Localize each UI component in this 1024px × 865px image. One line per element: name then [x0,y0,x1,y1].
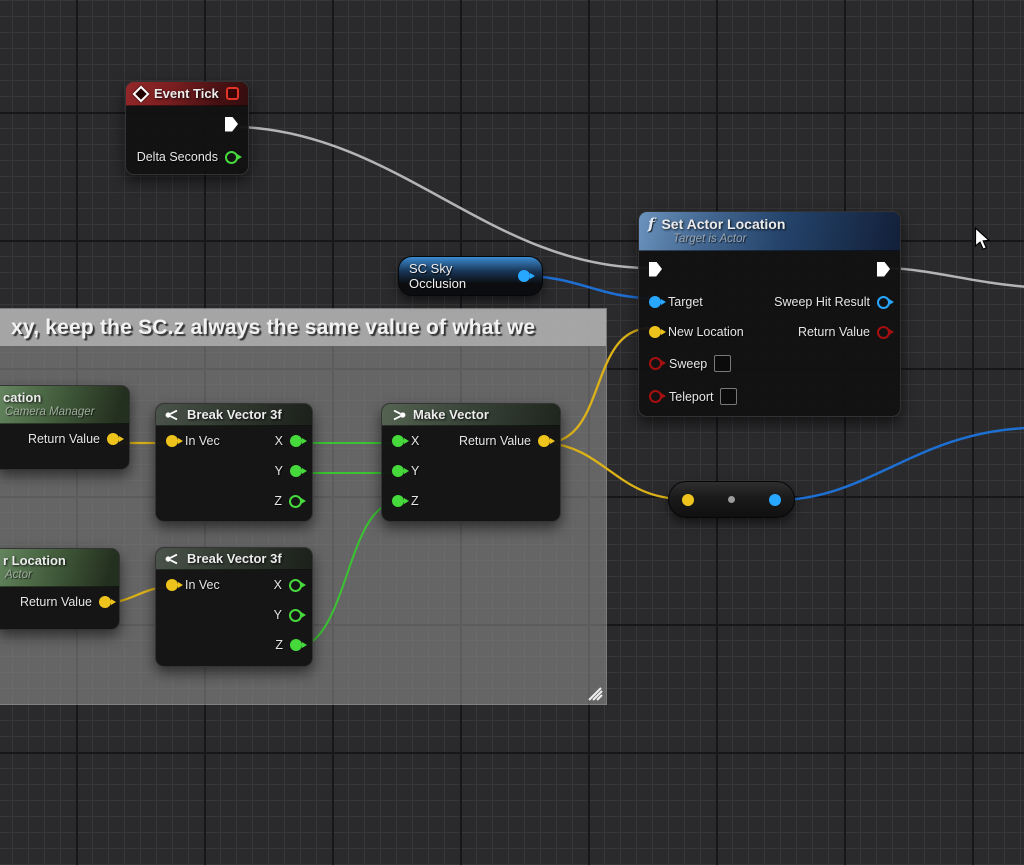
pin-label-y: Y [411,464,420,478]
node-sc-sky-occlusion[interactable]: SC Sky Occlusion [398,256,543,296]
sweep-pin[interactable] [649,357,666,370]
pin-label-in-vec: In Vec [185,434,220,448]
pin-label-sweep-hit-result: Sweep Hit Result [774,295,870,309]
wire-object-scskyocclusion-to-target[interactable] [521,274,653,300]
pin-label-target: Target [668,295,703,309]
node-title: Set Actor Location [661,216,786,232]
exec-in-pin[interactable] [649,261,662,277]
event-icon [132,85,150,102]
pin-label-x: X [273,578,282,592]
x-pin[interactable] [290,435,307,447]
pin-label-return-value: Return Value [797,325,870,339]
exec-out-pin[interactable] [877,261,890,277]
teleport-pin[interactable] [649,390,666,403]
pin-label-z: Z [411,494,419,508]
wire-exec-setactorlocation-out[interactable] [886,266,1024,288]
y-pin[interactable] [392,465,409,477]
return-value-pin[interactable] [99,596,116,608]
make-struct-icon [393,409,406,420]
conversion-dot-icon [728,496,735,503]
wire-vector-makevector-to-newlocation[interactable] [545,326,653,445]
break-struct-icon [165,553,178,564]
function-icon: f [648,214,655,233]
pin-label-y: Y [274,464,283,478]
x-pin[interactable] [289,578,306,592]
node-title: Make Vector [413,407,489,422]
pin-label-z: Z [275,638,283,652]
sc-sky-occlusion-out-pin[interactable] [518,270,535,282]
sweep-checkbox[interactable] [714,355,732,372]
mouse-cursor [974,227,991,251]
wire-exec-eventtick-to-setactorlocation[interactable] [239,125,652,270]
pin-label-return-value: Return Value [27,432,100,446]
pin-label-teleport: Teleport [669,389,714,404]
pin-label-x: X [411,434,420,448]
return-value-pin[interactable] [877,325,894,339]
node-break-vector-top[interactable]: Break Vector 3f In Vec X Y Z [155,403,313,522]
delta-seconds-pin[interactable] [225,150,242,164]
y-pin[interactable] [289,608,306,622]
wire-vector-makevector-to-reroute[interactable] [545,441,686,501]
wire-float-break2z-to-makez[interactable] [296,502,396,648]
z-pin[interactable] [392,495,409,507]
reroute-in-pin[interactable] [682,493,694,506]
new-location-pin[interactable] [649,326,666,338]
node-event-tick[interactable]: Event Tick Delta Seconds [125,81,249,175]
sweep-hit-result-pin[interactable] [877,295,894,309]
node-title: Event Tick [154,86,219,101]
wire-object-reroute-out[interactable] [775,427,1024,502]
node-title: Break Vector 3f [187,407,282,422]
node-title: cation [3,390,42,405]
break-struct-icon [165,409,178,420]
y-pin[interactable] [290,465,307,477]
node-subtitle: Actor [5,569,32,581]
pin-label-x: X [274,434,283,448]
tick-enabled-icon [226,87,239,100]
node-make-vector[interactable]: Make Vector X Return Value Y Z [381,403,561,522]
pin-label-in-vec: In Vec [185,578,220,592]
pin-label-z: Z [274,494,282,508]
node-subtitle: Target is Actor [673,233,747,245]
node-break-vector-bottom[interactable]: Break Vector 3f In Vec X Y Z [155,547,313,667]
comment-text: xy, keep the SC.z always the same value … [11,315,536,339]
node-reroute-conversion[interactable] [668,481,795,518]
z-pin[interactable] [290,639,307,651]
comment-resize-handle[interactable] [587,687,603,701]
node-get-actor-location-partial[interactable]: r Location Actor Return Value [0,548,120,630]
return-value-pin[interactable] [107,433,124,445]
pin-label-sweep: Sweep [669,356,708,371]
node-subtitle: Camera Manager [5,406,95,418]
in-vec-pin[interactable] [166,579,183,591]
target-pin[interactable] [649,296,666,308]
node-title: Break Vector 3f [187,551,282,566]
x-pin[interactable] [392,435,409,447]
node-get-camera-location-partial[interactable]: cation Camera Manager Return Value [0,385,130,470]
pin-label-return-value: Return Value [19,595,92,609]
variable-name: SC Sky Occlusion [409,261,467,291]
exec-out-pin[interactable] [225,116,238,132]
reroute-out-pin[interactable] [769,493,781,506]
pin-label-return-value: Return Value [458,434,531,448]
in-vec-pin[interactable] [166,435,183,447]
pin-label-delta-seconds: Delta Seconds [136,150,218,164]
teleport-checkbox[interactable] [720,388,738,405]
return-value-pin[interactable] [538,435,555,447]
z-pin[interactable] [289,494,306,508]
comment-header[interactable]: xy, keep the SC.z always the same value … [0,309,606,346]
node-title: r Location [3,553,66,568]
pin-label-new-location: New Location [668,325,744,339]
node-set-actor-location[interactable]: f Set Actor Location Target is Actor Tar… [638,211,901,417]
pin-label-y: Y [273,608,282,622]
